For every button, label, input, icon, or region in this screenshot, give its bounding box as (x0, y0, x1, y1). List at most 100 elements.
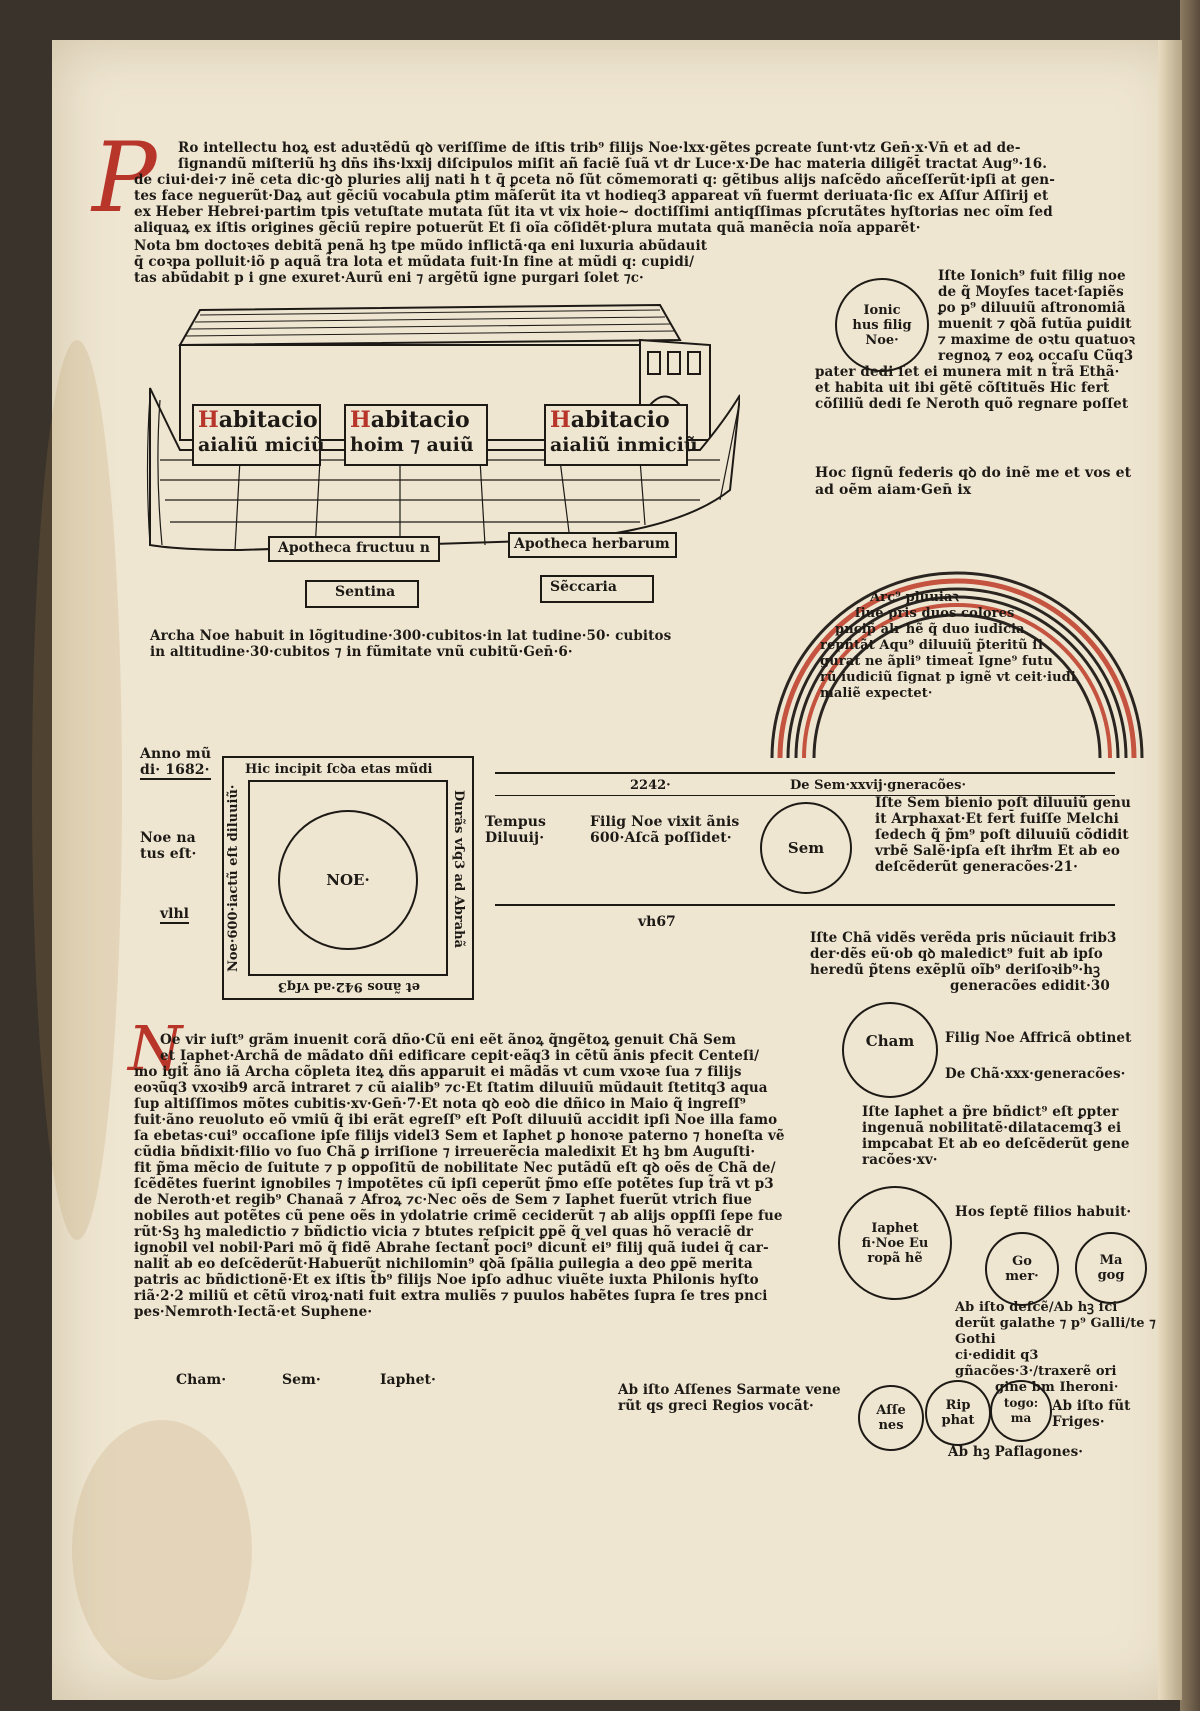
sem-heading: De Sem·xxvij·gneracões· (790, 778, 967, 793)
frigas-line: Friges· (1052, 1414, 1105, 1430)
filius-line: 600·Aſcã poſſidet· (590, 830, 732, 846)
store-box (540, 575, 654, 603)
cabin-sub: hoim ⁊ auiũ (350, 434, 474, 456)
sem-circle: Sem (760, 802, 852, 894)
rainbow-line: gurat ne ãpli⁹ timeat̃ Igne⁹ futu (820, 654, 1053, 669)
noe-line: nobiles aut potẽtes cũ pene oẽs in ydola… (134, 1208, 783, 1224)
gomer-circle: Go mer· (985, 1232, 1059, 1306)
noe-line: pes·Nemroth·Iectã·et Suphene· (134, 1304, 373, 1320)
intro-paragraph-cont: de ciui·dei·⁊ inẽ ceta dic·qꝺ pluries al… (134, 172, 1066, 236)
noe-natus-line: Noe na (140, 830, 196, 846)
cham-line: Iſte Chã vidẽs verẽda pris nũciauit frib… (810, 930, 1117, 946)
noe-line: ſcẽdẽtes fuerint ignobiles ⁊ impotẽtes c… (134, 1176, 774, 1192)
cham-line: heredũ p̃tens exẽplũ oĩb⁹ deriſoꝛib⁹·hꝫ (810, 962, 1101, 978)
cabin-sub: aialiũ miciũ (198, 434, 325, 456)
filius-line: Filig Noe vixit ãnis (590, 814, 740, 830)
book-spine (1180, 0, 1200, 1711)
intro-line: ſignandũ miſteriũ hꝫ dn̄s iħs·lxxij diſc… (178, 156, 1048, 172)
sem-text-line: ſedech q̃ p̃m⁹ poſt diluuiũ cõdidit (875, 827, 1129, 843)
noe-line: ignobil vel nobil·Pari mõ q̃ fidẽ Abrahe… (134, 1240, 769, 1256)
rainbow-line: ſiue pris duos colores (855, 606, 1015, 621)
sem-circle-label: Sem (787, 838, 825, 857)
stain (32, 340, 122, 1240)
magog-line: Ma (1099, 1253, 1123, 1268)
ark-caption-line: in altitudine·30·cubitos ⁊ in fũmitate v… (150, 644, 573, 660)
frigas-line: Ab iſto fũt (1052, 1398, 1131, 1414)
rainbow-text: Arc⁹ pluuiaꝛ ſiue pris duos colores pnci… (820, 590, 1090, 702)
cham-block: Iſte Chã vidẽs verẽda pris nũciauit frib… (810, 930, 1160, 994)
noe-natus-label: Noe na tus eſt· (140, 830, 196, 862)
intro-paragraph: Ro intellectu hoꝝ est aduꝛtẽdũ qꝺ veriſſ… (178, 140, 1068, 172)
store-bilge-label: Sentina (335, 584, 396, 600)
noe-line: fit p̃ma mẽcio de ſuitute ⁊ p oppoſitũ d… (134, 1160, 776, 1176)
timeline-rule (495, 795, 1115, 796)
noe-line: de Neroth·et regib⁹ Chanaã ⁊ Afroꝝ ⁊c·Ne… (134, 1192, 752, 1208)
iaphet-line: impcabat Et ab eo deſcẽderũt gene (862, 1136, 1130, 1152)
store-dry-label: Sẽccaria (550, 579, 617, 595)
jonicus-text-line: muenit ⁊ qꝺã futũa ꝑuidit (938, 316, 1132, 332)
noe-natus-line: tus eſt· (140, 846, 197, 862)
togorma-line: togo: (1003, 1396, 1039, 1410)
rainbow-line: Arc⁹ pluuiaꝛ (870, 590, 959, 605)
anno-line: Anno mũ (140, 746, 212, 762)
nota-line: q̄ coꝛpa polluit·iõ p aquã t̃ra lota et … (134, 254, 695, 270)
filius-noe: Filig Noe vixit ãnis 600·Aſcã poſſidet· (590, 814, 739, 846)
assenes-line: rũt qs greci Regios vocãt· (618, 1398, 814, 1414)
noe-paragraph-head: Oe vir iuſt⁹ grãm inuenit corã dño·Cũ en… (160, 1032, 840, 1064)
drop-cap-p: P (92, 122, 157, 234)
noe-frame (222, 756, 474, 1000)
gomer-text: Ab iſto deſcẽ/Ab hꝫ ſci derũt galathe ⁊ … (955, 1300, 1165, 1396)
noe-circle-label: NOE· (326, 870, 370, 889)
rainbow-line: maliẽ expectet· (820, 686, 933, 701)
iaphet-circle-line: Iaphet (871, 1220, 919, 1236)
noe-inner-frame (248, 780, 448, 976)
cham-circle: Cham (842, 1002, 938, 1098)
cham-generaciones: De Chã·xxx·generacões· (945, 1066, 1126, 1082)
noe-line: et Iaphet·Archã de mãdato dñi edificare … (160, 1048, 760, 1064)
gomer-text-line: derũt galathe ⁊ p⁹ Galli/te ⁊ Gothi (955, 1316, 1156, 1347)
rainbow-line: rũ iudiciũ ſignat p ignẽ vt ceit·iudi (820, 670, 1076, 685)
nota-line: tas abũdabit p i gne exuret·Aurũ eni ⁊ a… (134, 270, 644, 286)
jonicus-text-line: et habita uit ibi gẽtẽ cõſtituẽs Hic fer… (815, 380, 1110, 396)
noe-line: cũdia bñdixit·filio vo ſuo Chã ꝑ irriſio… (134, 1144, 756, 1160)
sem-text: Iſte Sem bienio poſt diluuiũ genu it Arp… (875, 795, 1165, 875)
store-box (268, 536, 440, 562)
intro-line: tes face neguerũt·Daꝝ aut̄ gẽciũ vocabul… (134, 188, 1049, 204)
paflagones-text: Ab hꝫ Paflagones· (948, 1444, 1084, 1460)
assenes-line: Ab iſto Aſſenes Sarmate vene (618, 1382, 841, 1398)
store-box (508, 532, 677, 558)
magog-circle: Ma gog (1075, 1232, 1147, 1304)
jonicus-text-line: de q̃ Moyſes tacet·ſapiẽs (938, 284, 1124, 300)
nota-line: Nota bm doctoꝛes debitã penã hꝫ tpe mũdo… (134, 238, 708, 254)
gomer-text-line: ci·edidit q3 gñacões·3·/traxerẽ ori (955, 1348, 1117, 1379)
noe-circle: NOE· (278, 810, 418, 950)
cham-line: generacões edidit·30 (950, 978, 1110, 994)
son-name-sem: Sem· (282, 1372, 321, 1388)
noe-line: eoꝛũq3 vxoꝛib9 arcã intraret ⁊ cũ aialib… (134, 1080, 768, 1096)
iaphet-circle-line: fi·Noe Eu (861, 1235, 929, 1251)
ark-caption: Archa Noe habuit in lõgitudine·300·cubit… (150, 628, 750, 660)
gomer-line: mer· (1005, 1269, 1039, 1284)
drop-cap-n: N (128, 1012, 183, 1085)
sem-text-line: vrbẽ Salẽ·ipſa eſt ihrł̃m Et ab eo (875, 843, 1120, 859)
noe-line: ſup altiſſimos mõtes cubitis·xv·Gen̄·7·E… (134, 1096, 746, 1112)
sem-text-line: it Arphaxat·Et fert̄ fuiſſe Melchi (875, 811, 1119, 827)
sem-text-line: Iſte Sem bienio poſt diluuiũ genu (875, 795, 1131, 811)
assenes-text: Ab iſto Aſſenes Sarmate vene rũt qs grec… (618, 1382, 848, 1414)
iaphet-circle: Iaphet fi·Noe Eu ropã hẽ (838, 1186, 952, 1300)
riphat-line: Rip (945, 1398, 971, 1413)
iaphet-circle-line: ropã hẽ (867, 1250, 923, 1266)
ark-cabin-beasts (544, 404, 688, 466)
hoc-signum-line: ad oẽm aiam·Gen̄ ix (815, 482, 972, 498)
togorma-circle: togo: ma (990, 1380, 1052, 1442)
hoc-signum-line: Hoc ſignũ federis qꝺ do inẽ me et vos et (815, 465, 1132, 481)
cham-circle-label: Cham (865, 1032, 915, 1050)
noe-line: mo igit̃ ãno iã Archa cõpleta iteꝝ dñs a… (134, 1064, 742, 1080)
magog-line: gog (1097, 1268, 1125, 1283)
jonicus-text-line: ⁊ maxime de oꝛtu quatuoꝛ (938, 332, 1135, 348)
anno-mundi-label: Anno mũ di· 1682· (140, 746, 212, 780)
gomer-text-line: Ab iſto deſcẽ/Ab hꝫ ſci (955, 1300, 1118, 1315)
noe-line: rũt·Sꝫ hꝫ maledictio ⁊ bñdictio vicia ⁊ … (134, 1224, 754, 1240)
intro-line: ex Heber Hebrei·partim tpis vetuſtate mu… (134, 204, 1053, 220)
intro-line: de ciui·dei·⁊ inẽ ceta dic·qꝺ pluries al… (134, 172, 1055, 188)
